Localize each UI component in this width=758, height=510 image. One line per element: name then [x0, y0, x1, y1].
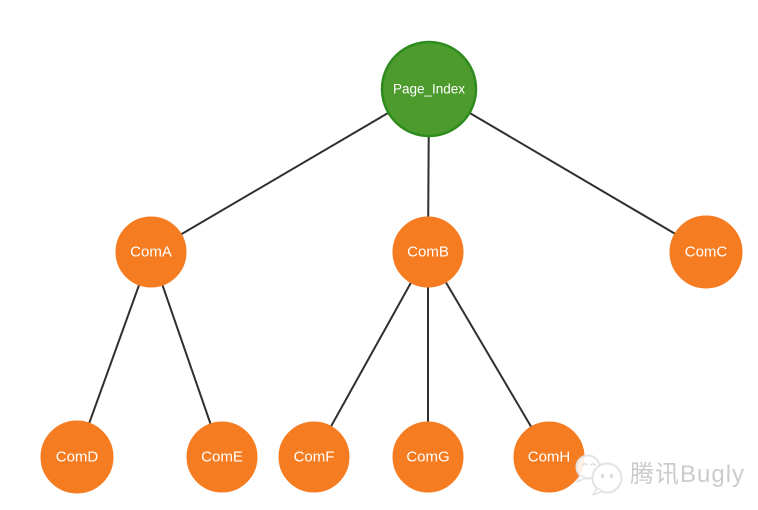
chat-bubbles-icon	[575, 454, 623, 496]
edge-ComB-ComH	[427, 251, 550, 458]
node-circle-ComF	[278, 421, 350, 493]
node-ComC: ComC	[669, 215, 743, 289]
node-circle-ComA	[115, 216, 187, 288]
edge-Page_Index-ComC	[428, 88, 707, 253]
node-ComG: ComG	[392, 421, 464, 493]
node-ComF: ComF	[278, 421, 350, 493]
node-circle-ComB	[392, 216, 464, 288]
node-ComB: ComB	[392, 216, 464, 288]
edge-ComB-ComF	[313, 251, 429, 458]
node-circle-ComD	[40, 420, 114, 494]
node-circle-ComG	[392, 421, 464, 493]
node-circle-ComE	[186, 421, 258, 493]
edge-Page_Index-ComA	[150, 88, 430, 253]
large-chat-bubble	[591, 462, 623, 496]
node-ComD: ComD	[40, 420, 114, 494]
watermark-text: 腾讯Bugly	[630, 460, 746, 488]
node-circle-ComC	[669, 215, 743, 289]
node-Page_Index: Page_Index	[380, 40, 478, 138]
node-circle-Page_Index	[380, 40, 478, 138]
node-ComA: ComA	[115, 216, 187, 288]
edge-ComA-ComE	[150, 251, 223, 458]
node-ComE: ComE	[186, 421, 258, 493]
watermark: 腾讯Bugly	[574, 444, 745, 498]
